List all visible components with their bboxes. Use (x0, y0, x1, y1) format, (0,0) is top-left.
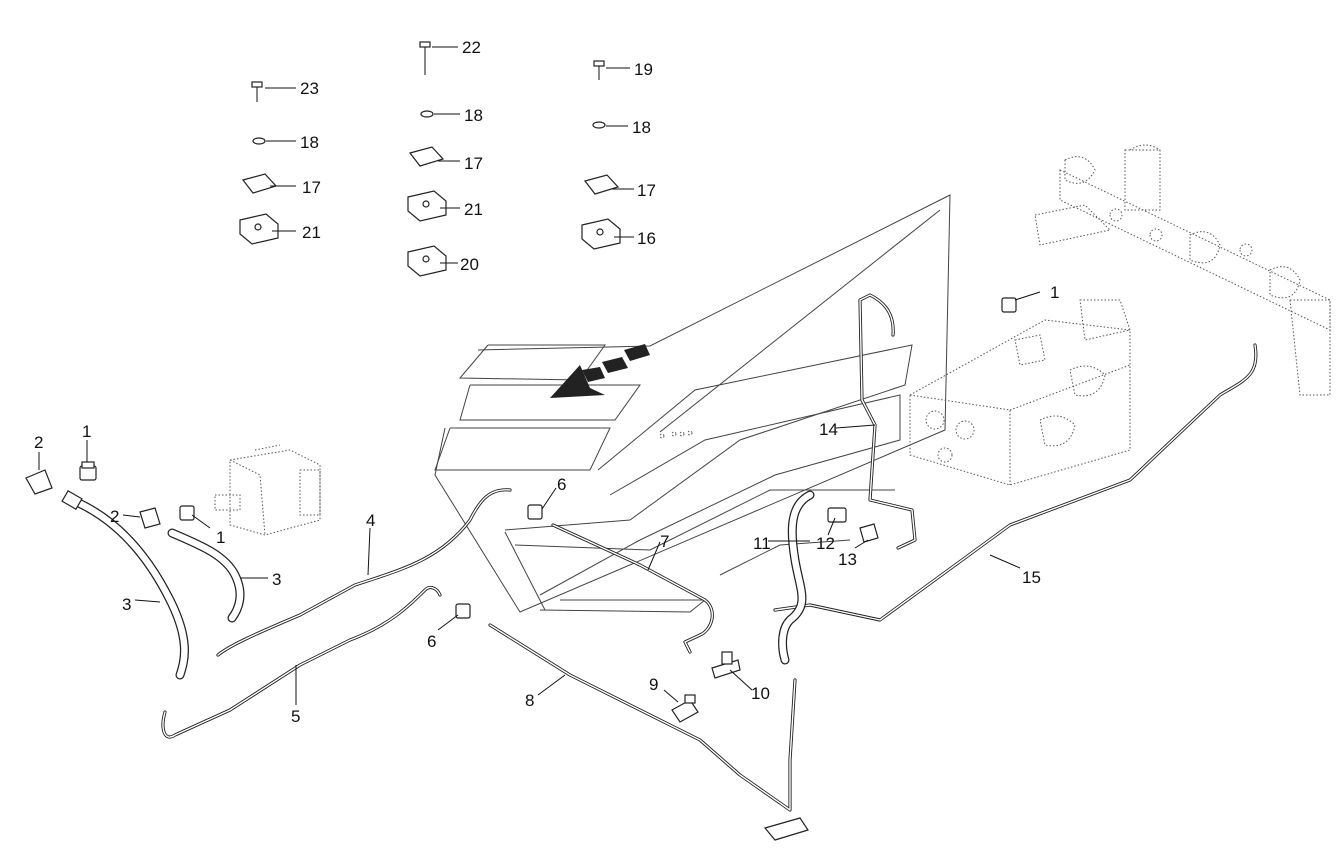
fitting-6-lower (455, 603, 471, 619)
clamp-block-20 (407, 245, 447, 277)
washer-18c (592, 121, 606, 129)
fitting-6-upper (527, 504, 543, 520)
control-valve-block (909, 299, 1131, 486)
fitting-9 (671, 694, 699, 723)
fitting-12 (827, 507, 847, 523)
rear-axle-manifold (1034, 144, 1331, 396)
callout-18-b: 18 (464, 106, 483, 125)
clamp-block-21b (407, 190, 447, 222)
clamp-block-21a (239, 213, 279, 245)
callout-13: 13 (838, 550, 857, 569)
callout-15: 15 (1022, 568, 1041, 587)
direction-arrow-icon (550, 344, 650, 398)
callout-20: 20 (460, 255, 479, 274)
clamp-plate-17c (583, 174, 620, 195)
fitting-2-left (25, 469, 53, 495)
clamp-plate-17b (408, 146, 445, 167)
callout-18-a: 18 (300, 133, 319, 152)
callout-23: 23 (300, 79, 319, 98)
callout-7: 7 (660, 532, 669, 551)
callout-17-b: 17 (464, 154, 483, 173)
fitting-10-tee (711, 651, 741, 679)
hose-3-left (61, 489, 189, 680)
callout-6-upper: 6 (557, 475, 566, 494)
fitting-13 (859, 523, 879, 543)
pipe-4 (216, 488, 512, 657)
washer-18b (420, 110, 434, 118)
callout-16: 16 (637, 229, 656, 248)
left-valve-block (214, 444, 321, 536)
callout-10: 10 (751, 684, 770, 703)
callout-8: 8 (525, 691, 534, 710)
callout-1-left: 1 (82, 422, 91, 441)
callout-21-b: 21 (464, 200, 483, 219)
clamp-block-16 (581, 218, 621, 250)
callout-19: 19 (634, 60, 653, 79)
dotted-marks (659, 430, 693, 439)
fitting-2-mid (139, 507, 161, 529)
callout-9: 9 (649, 675, 658, 694)
pipe-5 (161, 585, 442, 739)
bolt-22 (419, 41, 431, 75)
chassis-outline (434, 194, 951, 613)
pipe-7 (551, 523, 714, 654)
clamp-plate-17a (241, 173, 278, 194)
callout-2-left: 2 (34, 433, 43, 452)
callout-3-right: 3 (272, 570, 281, 589)
callout-17-c: 17 (637, 181, 656, 200)
bolt-19 (593, 60, 605, 80)
washer-18a (252, 137, 266, 145)
hose-11 (778, 490, 815, 665)
callout-17-a: 17 (302, 178, 321, 197)
callout-labels: 23 18 17 21 22 18 17 21 20 19 18 17 16 2… (34, 38, 1059, 726)
callout-22: 22 (462, 38, 481, 57)
hose-3-right (167, 528, 245, 623)
fitting-1-left (79, 461, 97, 481)
callout-6-lower: 6 (427, 632, 436, 651)
bolt-23 (251, 81, 263, 102)
pipe-8 (488, 623, 809, 841)
callout-14: 14 (819, 420, 838, 439)
callout-2-mid: 2 (110, 507, 119, 526)
callout-1-right: 1 (1050, 283, 1059, 302)
callout-18-c: 18 (632, 118, 651, 137)
callout-1-mid: 1 (216, 528, 225, 547)
fitting-1-right (1001, 297, 1017, 313)
pipe-14 (858, 293, 917, 550)
callout-11: 11 (753, 534, 771, 553)
callout-12: 12 (816, 534, 835, 553)
callout-21-a: 21 (302, 223, 321, 242)
callout-4: 4 (366, 511, 375, 530)
callout-5: 5 (291, 707, 300, 726)
pipe-15 (773, 343, 1258, 622)
fitting-1-mid (179, 505, 195, 521)
leader-lines (38, 46, 1041, 705)
callout-3-left: 3 (122, 595, 131, 614)
